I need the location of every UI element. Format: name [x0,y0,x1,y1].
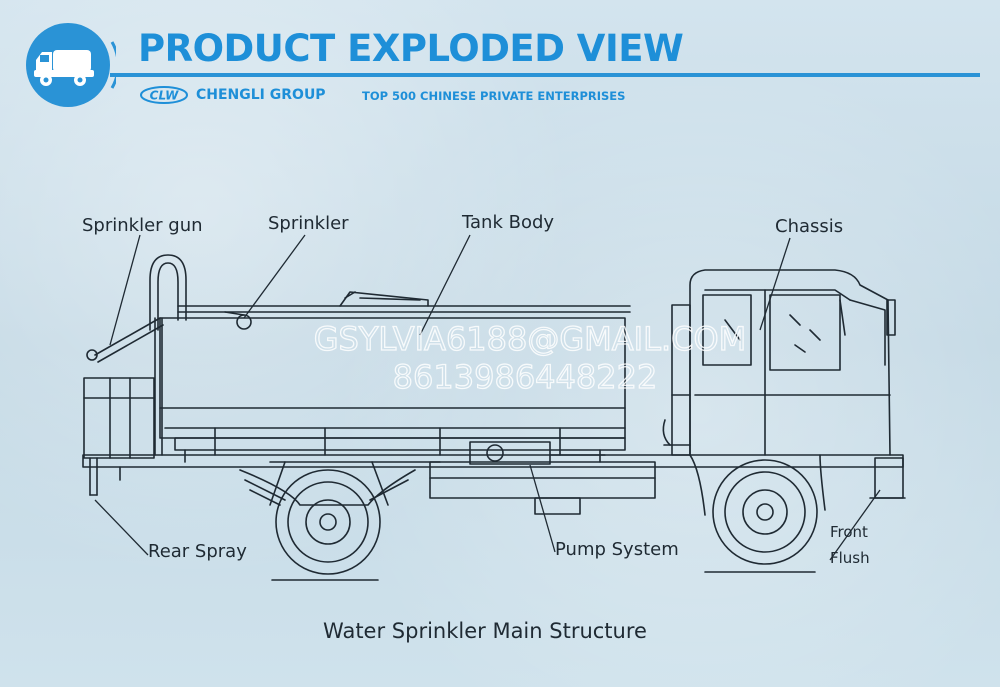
front-flush [869,457,906,499]
front-wheel [689,454,826,565]
air-intake [662,304,691,456]
page-title: PRODUCT EXPLODED VIEW [138,27,684,70]
company-name: CHENGLI GROUP [196,87,326,103]
label-flush: Flush [830,549,870,567]
clw-logo: CLW [140,86,188,104]
tank-body [159,317,626,463]
rear-wheel [239,461,416,575]
label-pump-system: Pump System [555,539,679,560]
clw-logo-text: CLW [150,89,179,103]
leader-rear-spray [94,499,149,556]
leader-chassis [759,237,791,331]
label-front: Front [830,523,868,541]
leader-front-flush [829,489,881,561]
label-sprinkler-gun: Sprinkler gun [82,215,203,236]
watermark-phone: 8613986448222 [393,358,658,396]
pump-system [429,441,656,515]
truck-icon [34,50,94,86]
chassis-frame [82,454,904,481]
label-sprinkler: Sprinkler [268,213,349,234]
watermark-email: GSYLVIA6188@GMAIL.COM [314,320,747,358]
leader-tank-body [419,234,471,336]
sprinkler-gun [86,254,187,456]
logo-truck-badge [26,23,116,107]
leader-sprinkler-gun [109,234,141,346]
label-rear-spray: Rear Spray [148,541,247,562]
title-divider [110,73,980,77]
cab [689,269,896,456]
leader-pump-system [529,464,556,553]
rear-platform [83,377,155,496]
leader-sprinkler [243,234,306,319]
label-chassis: Chassis [775,216,843,237]
label-tank-body: Tank Body [461,212,554,233]
diagram-caption: Water Sprinkler Main Structure [323,619,647,643]
company-tagline: TOP 500 CHINESE PRIVATE ENTERPRISES [362,89,626,103]
